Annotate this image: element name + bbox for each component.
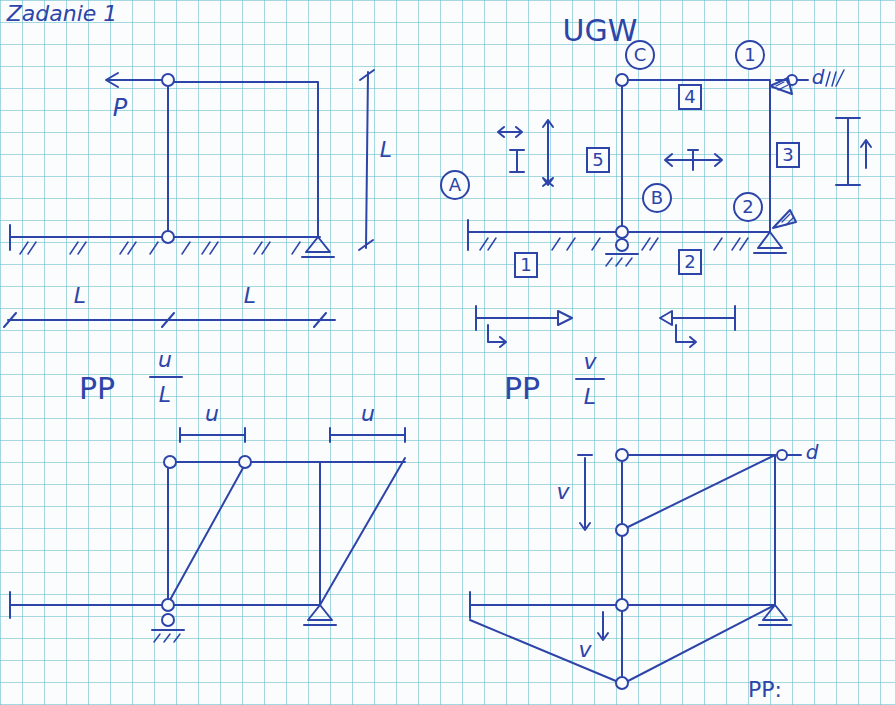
displacement-label: v [578,638,591,662]
member-box: 3 [776,142,800,168]
displacement-label: u [361,402,375,426]
mechanism-u [10,377,405,642]
task-title: Zadanie 1 [7,2,118,26]
note-label: PP: [748,678,782,702]
node-number: 4 [684,87,695,107]
node-number: A [449,175,461,195]
dimension-label: L [380,138,392,162]
member-box: 2 [678,249,702,275]
point-circle: B [642,183,672,213]
node-number: 2 [742,197,753,217]
node-number: 5 [592,150,603,170]
point-circle: 2 [733,192,763,222]
fraction-bottom: L [584,385,596,409]
mechanism-v [470,379,801,689]
fraction-top: v [583,350,596,374]
node-number: 1 [744,45,755,65]
support-label: d [806,441,819,463]
node-number: C [634,45,647,65]
dimension-label: L [74,284,86,308]
member-box: 4 [678,84,702,110]
scheme-title: UGW [563,14,638,47]
node-number: 1 [520,255,531,275]
plan-title: PP [79,372,115,405]
point-circle: 1 [735,40,765,70]
node-number: 2 [684,252,695,272]
point-circle: C [625,40,655,70]
ugw-frame [468,70,871,347]
plan-title: PP [504,372,540,405]
member-box: 1 [514,252,538,278]
support-label: d [812,66,825,88]
node-number: B [651,188,663,208]
task-frame [4,70,374,327]
displacement-label: v [556,480,569,504]
dimension-label: L [244,284,256,308]
load-label: P [113,95,127,121]
displacement-label: u [205,402,219,426]
member-box: 5 [586,147,610,173]
point-circle: A [440,170,470,200]
fraction-top: u [158,348,172,372]
node-number: 3 [782,145,793,165]
fraction-bottom: L [159,383,171,407]
